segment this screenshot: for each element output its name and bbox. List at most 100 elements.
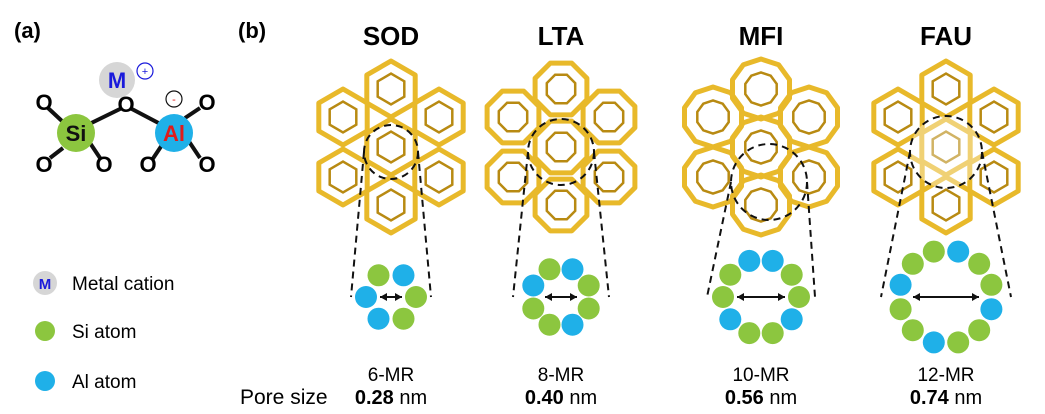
framework-cage: [919, 174, 973, 236]
legend-al-marker: [35, 371, 55, 391]
ring-8-mr: [522, 258, 600, 336]
al-atom: [367, 307, 390, 330]
al-atom: [522, 274, 545, 297]
al-charge: -: [172, 94, 176, 106]
negative-charge-icon: [165, 90, 183, 108]
ring-10-mr: [712, 249, 810, 345]
al-atom: [155, 114, 193, 152]
framework-inner-ring: [979, 100, 1009, 134]
bond: [46, 106, 65, 124]
framework-inner-ring: [593, 161, 625, 193]
framework-inner-ring: [328, 100, 358, 134]
framework-inner-ring: [424, 100, 454, 134]
framework-inner-ring: [696, 99, 730, 135]
legend-si-marker: [35, 321, 55, 341]
arrowhead-right: [778, 293, 785, 301]
si-atom: [968, 319, 991, 342]
framework-cage: [484, 88, 542, 146]
framework-inner-ring: [883, 160, 913, 194]
pore-size-value: 0.28 nm: [355, 387, 427, 409]
framework-inner-ring: [545, 73, 577, 105]
al-atom: [719, 308, 742, 331]
framework-inner-ring: [792, 99, 826, 135]
framework-name: FAU: [920, 21, 972, 51]
framework-cage: [316, 86, 370, 148]
oxygen: O: [139, 152, 156, 177]
al-atom: [780, 308, 803, 331]
framework-inner-ring: [497, 161, 529, 193]
bond: [150, 143, 164, 162]
framework-inner-ring: [376, 130, 406, 164]
ring-12-mr: [889, 240, 1003, 354]
pore-highlight-circle: [909, 115, 983, 189]
ring-size-label: 10-MR: [732, 365, 789, 386]
framework-cage: [316, 146, 370, 208]
arrowhead-right: [972, 293, 979, 301]
pore-size-number: 0.74: [910, 387, 950, 409]
framework-inner-ring: [979, 160, 1009, 194]
aluminosilicate-structure: M + Si Al - O O O O O O O: [35, 62, 216, 177]
al-atom: [922, 331, 945, 354]
arrowhead-left: [737, 293, 744, 301]
pore-size-value: 0.40 nm: [525, 387, 597, 409]
bond: [48, 146, 65, 160]
si-atom: [922, 240, 945, 263]
al-atom: [561, 313, 584, 336]
ring-6-mr: [355, 264, 427, 330]
panel-b-label: (b): [238, 18, 266, 43]
framework-cage: [967, 146, 1021, 208]
framework-structure: [682, 56, 840, 238]
al-atom: [392, 264, 415, 287]
arrowhead-left: [545, 293, 552, 301]
si-atom: [761, 322, 784, 345]
pore-size-label: Pore size: [240, 386, 328, 409]
framework-inner-ring: [744, 129, 778, 165]
framework-cage: [730, 56, 792, 122]
si-atom: [57, 114, 95, 152]
oxygen-bridge: O: [117, 92, 134, 117]
framework-inner-ring: [545, 131, 577, 163]
arrowhead-left: [380, 293, 387, 301]
framework-cage: [580, 148, 638, 206]
legend-si-label: Si atom: [72, 322, 136, 343]
si-atom: [738, 322, 761, 345]
zoom-line-right: [981, 151, 1012, 298]
framework-inner-ring: [883, 100, 913, 134]
al-atom: [355, 286, 377, 308]
framework-inner-ring: [792, 159, 826, 195]
pore-size-unit: nm: [394, 387, 427, 409]
si-atom: [968, 252, 991, 275]
si-atom: [947, 331, 970, 354]
zoom-line-left: [350, 151, 365, 298]
framework-cage: [412, 146, 466, 208]
ring-size-label: 8-MR: [538, 365, 584, 386]
si-atom: [889, 298, 912, 321]
si-atom: [405, 286, 427, 308]
oxygen: O: [35, 90, 52, 115]
framework-inner-ring: [931, 72, 961, 106]
pore-size-unit: nm: [564, 387, 597, 409]
framework-inner-ring: [931, 130, 961, 164]
metal-charge: +: [142, 66, 148, 78]
oxygen: O: [198, 90, 215, 115]
si-atom: [367, 264, 390, 287]
framework-inner-ring: [328, 160, 358, 194]
panel-a-label: (a): [14, 18, 41, 43]
si-atom: [901, 319, 924, 342]
legend-metal-marker: [33, 271, 57, 295]
al-atom: [761, 249, 784, 272]
ring-size-label: 6-MR: [368, 365, 414, 386]
si-atom: [788, 286, 810, 308]
arrowhead-right: [570, 293, 577, 301]
pore-size-number: 0.40: [525, 387, 564, 409]
pore-highlight-circle: [363, 124, 419, 180]
framework-cage: [580, 88, 638, 146]
oxygen: O: [35, 152, 52, 177]
framework-cage: [730, 172, 792, 238]
framework-inner-ring: [593, 101, 625, 133]
framework-name: SOD: [363, 21, 419, 51]
arrowhead-left: [913, 293, 920, 301]
si-atom: [577, 297, 600, 320]
